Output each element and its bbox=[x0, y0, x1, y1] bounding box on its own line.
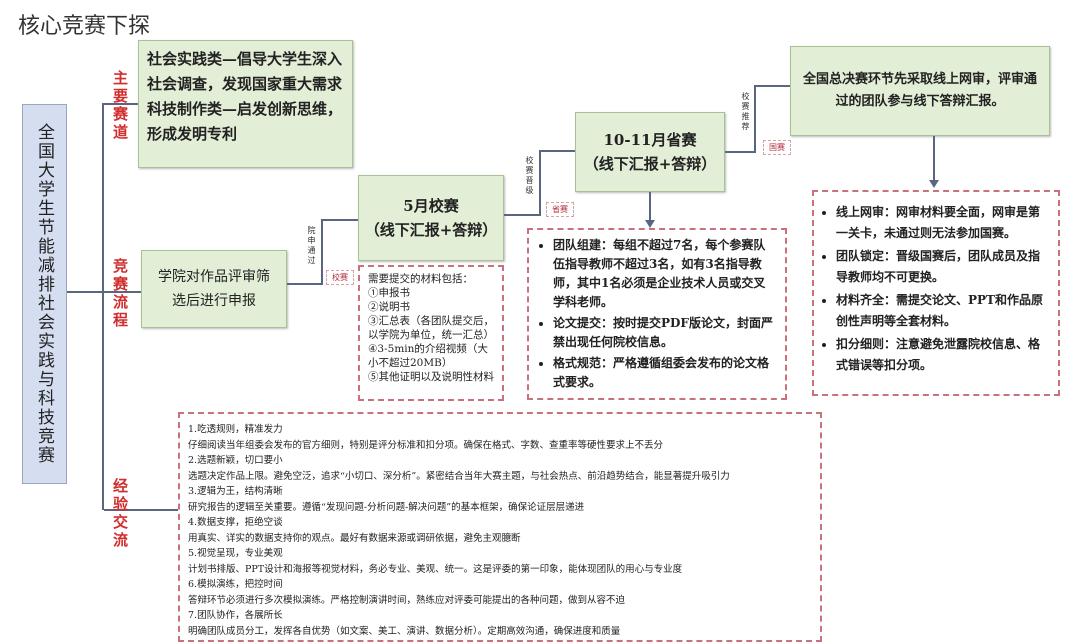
experience-item: 4.数据支撑，拒绝空谈用真实、详实的数据支持你的观点。最好有数据来源或调研依据，… bbox=[188, 515, 812, 546]
national-contest-text: 全国总决赛环节先采取线上网审，评审通过的团队参与线下答辩汇报。 bbox=[803, 72, 1038, 109]
branch-experience bbox=[104, 509, 178, 511]
arrow-line-province bbox=[649, 192, 651, 222]
tracks-box: 社会实践类—倡导大学生深入社会调查，发现国家重大需求 科技制作类—启发创新思维，… bbox=[138, 40, 353, 168]
province-note: 团队组建：每组不超过7名，每个参赛队伍指导教师不超过3名，如有3名指导教师，其中… bbox=[553, 236, 777, 312]
experience-item: 2.选题新颖，切口要小选题决定作品上限。避免空泛，追求“小切口、深分析”。紧密结… bbox=[188, 453, 812, 484]
experience-body: 计划书排版、PPT设计和海报等视觉材料，务必专业、美观、统一。这是评委的第一印象… bbox=[188, 563, 683, 575]
track-tech-making: 科技制作类—启发创新思维，形成发明专利 bbox=[147, 100, 343, 143]
root-node: 全国大学生节能减排社会实践与科技竞赛 bbox=[22, 104, 67, 484]
experience-heading: 7.团队协作，各展所长 bbox=[188, 610, 283, 621]
link-label-college-pass: 院申通过 bbox=[307, 226, 316, 266]
experience-heading: 2.选题新颖，切口要小 bbox=[188, 455, 283, 466]
materials-item: ④3-5min的介绍视频（大小不超过20MB） bbox=[368, 343, 488, 369]
branch-process bbox=[102, 291, 141, 293]
province-notes-box: 团队组建：每组不超过7名，每个参赛队伍指导教师不超过3名，如有3名指导教师，其中… bbox=[527, 228, 787, 400]
arrow-down-icon bbox=[645, 220, 655, 228]
root-label: 全国大学生节能减排社会实践与科技竞赛 bbox=[34, 123, 54, 465]
trunk-line bbox=[102, 104, 104, 510]
connector-3 bbox=[725, 151, 755, 153]
connector-3 bbox=[754, 85, 756, 153]
national-note: 线上网审：网审材料要全面，网审是第一关卡，未通过则无法参加国赛。 bbox=[836, 202, 1050, 244]
tag-national-contest: 国赛 bbox=[763, 140, 791, 155]
connector-2 bbox=[539, 150, 575, 152]
experience-item: 6.模拟演练，把控时间答辩环节必须进行多次模拟演练。严格控制演讲时间，熟练应对评… bbox=[188, 577, 812, 608]
page-title: 核心竞赛下探 bbox=[18, 14, 151, 39]
connector-1 bbox=[321, 219, 358, 221]
tag-school-contest: 校赛 bbox=[326, 270, 354, 285]
college-review-text: 学院对作品评审筛选后进行申报 bbox=[158, 269, 270, 309]
materials-item: ③汇总表（各团队提交后，以学院为单位，统一汇总） bbox=[368, 315, 494, 341]
experience-heading: 1.吃透规则，精准发力 bbox=[188, 424, 283, 435]
national-contest-box: 全国总决赛环节先采取线上网审，评审通过的团队参与线下答辩汇报。 bbox=[790, 46, 1050, 136]
college-review-box: 学院对作品评审筛选后进行申报 bbox=[141, 250, 287, 328]
materials-box: 需要提交的材料包括： ①申报书 ②说明书 ③汇总表（各团队提交后，以学院为单位，… bbox=[358, 265, 504, 401]
experience-body: 用真实、详实的数据支持你的观点。最好有数据来源或调研依据，避免主观臆断 bbox=[188, 532, 521, 544]
tag-province-contest: 省赛 bbox=[546, 202, 574, 217]
materials-item: ⑤其他证明以及说明性材料 bbox=[368, 371, 494, 383]
branch-tracks bbox=[102, 103, 138, 105]
arrow-line-national bbox=[933, 136, 935, 183]
province-contest-format: （线下汇报+答辩） bbox=[583, 155, 717, 173]
experience-body: 研究报告的逻辑至关重要。遵循“发现问题-分析问题-解决问题”的基本框架，确保论证… bbox=[188, 501, 585, 513]
national-note: 材料齐全：需提交论文、PPT和作品原创性声明等全套材料。 bbox=[836, 290, 1050, 332]
experience-body: 明确团队成员分工，发挥各自优势（如文案、美工、演讲、数据分析）。定期高效沟通，确… bbox=[188, 625, 621, 637]
experience-item: 5.视觉呈现，专业美观计划书排版、PPT设计和海报等视觉材料，务必专业、美观、统… bbox=[188, 546, 812, 577]
connector-1 bbox=[321, 219, 323, 285]
experience-heading: 3.逻辑为王，结构清晰 bbox=[188, 486, 283, 497]
national-notes-box: 线上网审：网审材料要全面，网审是第一关卡，未通过则无法参加国赛。 团队锁定：晋级… bbox=[812, 190, 1060, 396]
school-contest-title: 5月校赛 bbox=[403, 197, 459, 215]
connector-2 bbox=[539, 150, 541, 216]
materials-item: ①申报书 bbox=[368, 287, 410, 299]
school-contest-box: 5月校赛 （线下汇报+答辩） bbox=[358, 175, 504, 261]
experience-item: 3.逻辑为王，结构清晰研究报告的逻辑至关重要。遵循“发现问题-分析问题-解决问题… bbox=[188, 484, 812, 515]
arrow-down-icon bbox=[929, 180, 939, 188]
link-label-school-recommend: 校赛推荐 bbox=[741, 92, 750, 132]
experience-heading: 4.数据支撑，拒绝空谈 bbox=[188, 517, 283, 528]
experience-body: 答辩环节必须进行多次模拟演练。严格控制演讲时间，熟练应对评委可能提出的各种问题，… bbox=[188, 594, 626, 606]
connector-3 bbox=[754, 85, 790, 87]
section-label-tracks: 主要赛道 bbox=[111, 70, 129, 142]
link-label-school-advance: 校赛晋级 bbox=[525, 156, 534, 196]
province-contest-box: 10-11月省赛 （线下汇报+答辩） bbox=[575, 112, 725, 192]
section-label-experience: 经验交流 bbox=[111, 478, 129, 550]
province-note: 格式规范：严格遵循组委会发布的论文格式要求。 bbox=[553, 354, 777, 392]
experience-item: 7.团队协作，各展所长明确团队成员分工，发挥各自优势（如文案、美工、演讲、数据分… bbox=[188, 608, 812, 639]
experience-box: 1.吃透规则，精准发力仔细阅读当年组委会发布的官方细则，特别是评分标准和扣分项。… bbox=[178, 412, 822, 642]
track-social-practice: 社会实践类—倡导大学生深入社会调查，发现国家重大需求 bbox=[147, 50, 343, 93]
experience-item: 1.吃透规则，精准发力仔细阅读当年组委会发布的官方细则，特别是评分标准和扣分项。… bbox=[188, 422, 812, 453]
experience-body: 选题决定作品上限。避免空泛，追求“小切口、深分析”。紧密结合当年大赛主题，与社会… bbox=[188, 470, 730, 482]
experience-body: 仔细阅读当年组委会发布的官方细则，特别是评分标准和扣分项。确保在格式、字数、查重… bbox=[188, 439, 664, 451]
materials-item: ②说明书 bbox=[368, 301, 410, 313]
province-note: 论文提交：按时提交PDF版论文，封面严禁出现任何院校信息。 bbox=[553, 314, 777, 352]
materials-item: 需要提交的材料包括： bbox=[368, 273, 473, 285]
national-note: 团队锁定：晋级国赛后，团队成员及指导教师均不可更换。 bbox=[836, 246, 1050, 288]
connector-2 bbox=[504, 214, 540, 216]
connector-root bbox=[67, 291, 103, 293]
experience-heading: 5.视觉呈现，专业美观 bbox=[188, 548, 283, 559]
connector-1 bbox=[287, 283, 322, 285]
experience-heading: 6.模拟演练，把控时间 bbox=[188, 579, 283, 590]
province-contest-title: 10-11月省赛 bbox=[603, 131, 697, 149]
section-label-process: 竞赛流程 bbox=[111, 258, 129, 330]
national-note: 扣分细则：注意避免泄露院校信息、格式错误等扣分项。 bbox=[836, 334, 1050, 376]
school-contest-format: （线下汇报+答辩） bbox=[364, 221, 498, 239]
